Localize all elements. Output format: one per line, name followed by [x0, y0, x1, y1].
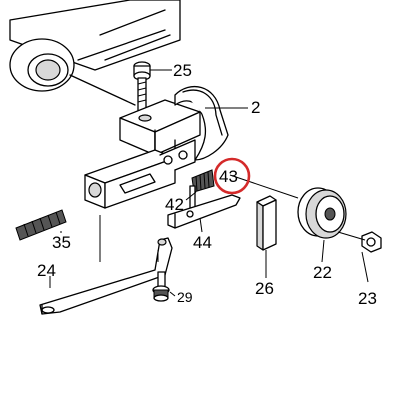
pulley-22	[297, 187, 347, 239]
callout-22: 22	[313, 263, 332, 282]
arm-24	[39, 237, 173, 315]
upper-roller-assembly	[9, 0, 181, 106]
nut-23	[361, 231, 382, 253]
main-body-block	[84, 129, 196, 209]
leader-lines	[49, 69, 369, 297]
callout-42: 42	[165, 195, 184, 214]
screw-29	[152, 271, 170, 302]
bolt-25	[133, 61, 151, 113]
clamp-bracket-2	[119, 86, 229, 161]
spring-35	[15, 209, 67, 241]
pin-42	[189, 185, 196, 209]
highlight-circle	[213, 157, 251, 195]
lever-44	[167, 194, 241, 229]
callout-35: 35	[52, 233, 71, 252]
callout-24: 24	[37, 261, 56, 280]
callout-43: 43	[219, 167, 238, 186]
callout-23: 23	[358, 289, 377, 308]
callout-29: 29	[177, 289, 193, 305]
callout-26: 26	[255, 279, 274, 298]
callout-44: 44	[193, 233, 212, 252]
plate-26	[256, 195, 277, 251]
callout-2: 2	[251, 98, 260, 117]
callout-25: 25	[173, 61, 192, 80]
